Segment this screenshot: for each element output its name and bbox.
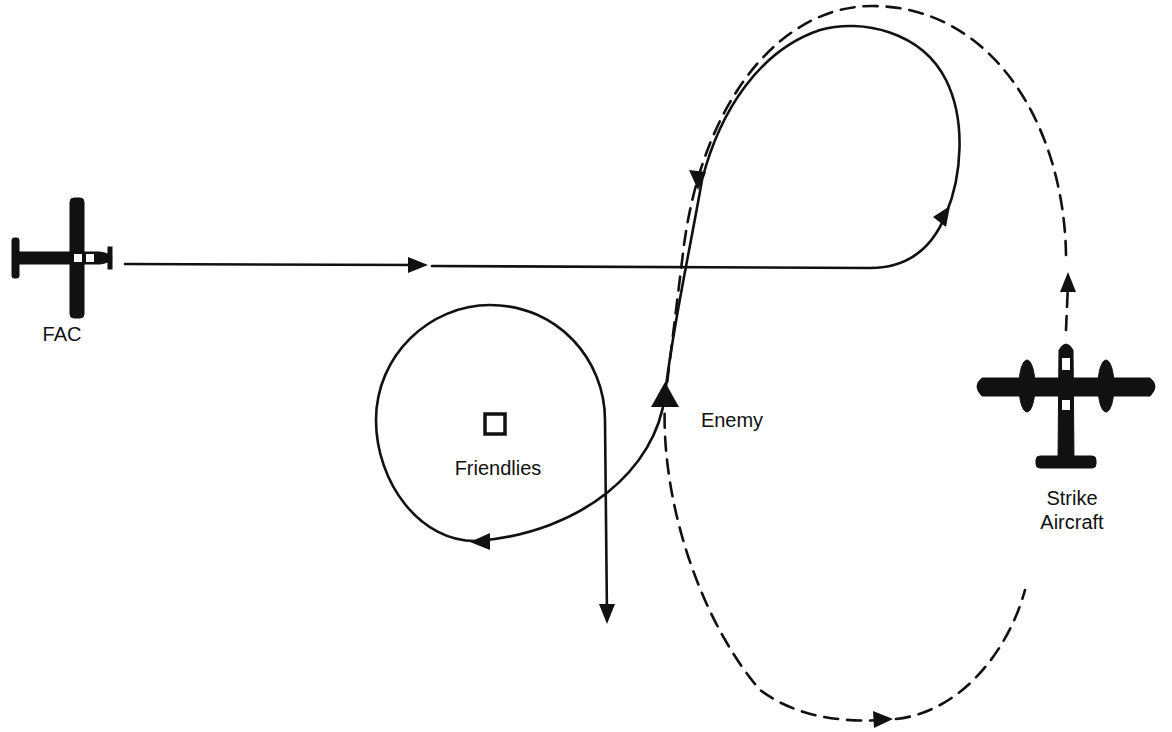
callout-label: FAC <box>43 322 82 346</box>
fac-aircraft <box>12 198 112 318</box>
strike-path <box>665 6 1068 721</box>
arrowhead <box>470 533 490 550</box>
arrowhead <box>689 170 706 190</box>
fac-path <box>125 264 420 265</box>
callout-label: Friendlies <box>455 456 542 480</box>
arrowhead <box>933 206 950 227</box>
friendlies-square <box>485 414 505 434</box>
arrowhead <box>1060 272 1076 292</box>
strike-aircraft <box>977 344 1155 468</box>
arrowhead <box>873 711 893 728</box>
callout-label: Enemy <box>701 408 763 432</box>
callout-label: Strike Aircraft <box>1040 486 1103 534</box>
arrowhead <box>599 604 615 624</box>
fac-path <box>376 26 960 618</box>
arrowhead <box>408 257 428 273</box>
enemy-triangle <box>651 382 679 407</box>
